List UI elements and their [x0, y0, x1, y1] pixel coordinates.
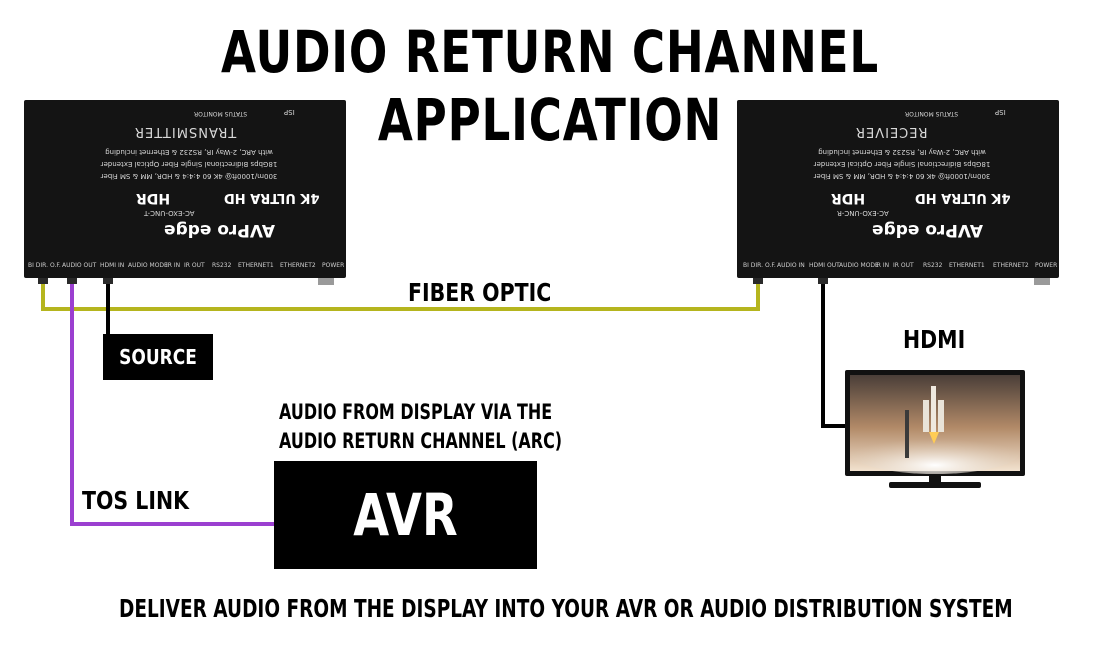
tv-stand [889, 482, 981, 488]
rx-port-labels: BI DIR. O.F. AUDIO IN HDMI OUT AUDIO MOD… [743, 262, 1059, 272]
avr-box: AVR [274, 461, 537, 569]
hdmi-display-cable [821, 278, 848, 428]
rx-port-label: POWER [1035, 262, 1058, 269]
display-tv [845, 370, 1025, 488]
rx-isp-label: ISP [995, 108, 1006, 116]
rx-name: RECEIVER [855, 124, 928, 139]
fiber-optic-label: FIBER OPTIC [408, 278, 552, 307]
hdmi-connector-tx [103, 274, 113, 284]
rx-port-label: ETHERNET1 [949, 262, 985, 269]
tx-desc-1: 300m/1000ft@ 4K 60 4:4:4 & HDR, MM & SM … [100, 172, 278, 180]
tos-link-cable [70, 278, 274, 526]
rx-port-label: BI DIR. O.F. [743, 262, 776, 269]
tx-port-label: RS232 [212, 262, 232, 269]
hdmi-connector-rx [818, 274, 828, 284]
arc-caption-line2: AUDIO RETURN CHANNEL (ARC) [279, 429, 563, 453]
rx-model: AC-EXO-UNC-R [837, 209, 889, 217]
rx-port-label: IR IN [875, 262, 890, 269]
rx-port-label: AUDIO MODE [839, 262, 879, 269]
tx-port-label: IR IN [166, 262, 181, 269]
transmitter-device: ISP STATUS MONITOR TRANSMITTER with ARC,… [24, 100, 346, 278]
tx-desc-2: 18Gbps Bidirectional Single Fiber Optica… [100, 160, 278, 168]
tx-badge-4k: 4K ULTRA HD [224, 190, 320, 205]
source-box: SOURCE [103, 334, 213, 380]
launch-smoke [850, 430, 1020, 474]
hdmi-label: HDMI [903, 325, 966, 354]
power-connector-tx [318, 277, 334, 285]
tx-port-label: IR OUT [184, 262, 205, 269]
tx-port-label: HDMI IN [100, 262, 125, 269]
rocket-flame [929, 432, 939, 444]
tos-connector-tx [67, 274, 77, 284]
rx-port-label: RS232 [923, 262, 943, 269]
tos-link-label: TOS LINK [82, 486, 190, 515]
rx-port-label: AUDIO IN [777, 262, 805, 269]
receiver-device: ISP STATUS MONITOR RECEIVER with ARC, 2-… [737, 100, 1059, 278]
arc-caption-line1: AUDIO FROM DISPLAY VIA THE [279, 400, 553, 424]
rx-status-label: STATUS MONITOR [905, 110, 959, 117]
tx-port-label: ETHERNET1 [238, 262, 274, 269]
tx-brand-logo: AVPro edge [164, 220, 275, 240]
tx-isp-label: ISP [284, 108, 295, 116]
source-label: SOURCE [119, 345, 197, 369]
tx-badge-hdr: HDR [136, 190, 171, 206]
avr-label: AVR [353, 481, 458, 549]
rx-desc-3: with ARC, 2-Way IR, RS232 & Ethernet inc… [818, 148, 986, 156]
tv-neck [929, 476, 941, 482]
rx-desc-1: 300m/1000ft@ 4K 60 4:4:4 & HDR, MM & SM … [813, 172, 991, 180]
tx-port-label: POWER [322, 262, 345, 269]
rocket-body [931, 386, 936, 432]
power-connector-rx [1034, 277, 1050, 285]
rx-port-label: IR OUT [893, 262, 914, 269]
tx-port-labels: BI DIR. O.F. AUDIO OUT HDMI IN AUDIO MOD… [28, 262, 344, 272]
rx-port-label: ETHERNET2 [993, 262, 1029, 269]
fiber-connector-tx [38, 274, 48, 284]
tx-model: AC-EXO-UNC-T [144, 209, 195, 217]
fiber-connector-rx [753, 274, 763, 284]
fiber-optic-cable [41, 278, 760, 311]
rx-badge-hdr: HDR [831, 190, 866, 206]
launch-tower [905, 410, 909, 458]
tx-port-label: AUDIO MODE [128, 262, 168, 269]
rx-desc-2: 18Gbps Bidirectional Single Fiber Optica… [813, 160, 991, 168]
tx-port-label: BI DIR. O.F. [28, 262, 61, 269]
tx-port-label: AUDIO OUT [62, 262, 97, 269]
tx-desc-3: with ARC, 2-Way IR, RS232 & Ethernet inc… [105, 148, 273, 156]
tx-port-label: ETHERNET2 [280, 262, 316, 269]
tx-status-label: STATUS MONITOR [194, 110, 248, 117]
rx-badge-4k: 4K ULTRA HD [915, 190, 1011, 205]
diagram-title: AUDIO RETURN CHANNEL APPLICATION [221, 18, 879, 154]
tx-name: TRANSMITTER [134, 124, 237, 139]
rx-brand-logo: AVPro edge [872, 220, 983, 240]
rx-port-label: HDMI OUT [809, 262, 840, 269]
footer-caption: DELIVER AUDIO FROM THE DISPLAY INTO YOUR… [119, 594, 1013, 623]
